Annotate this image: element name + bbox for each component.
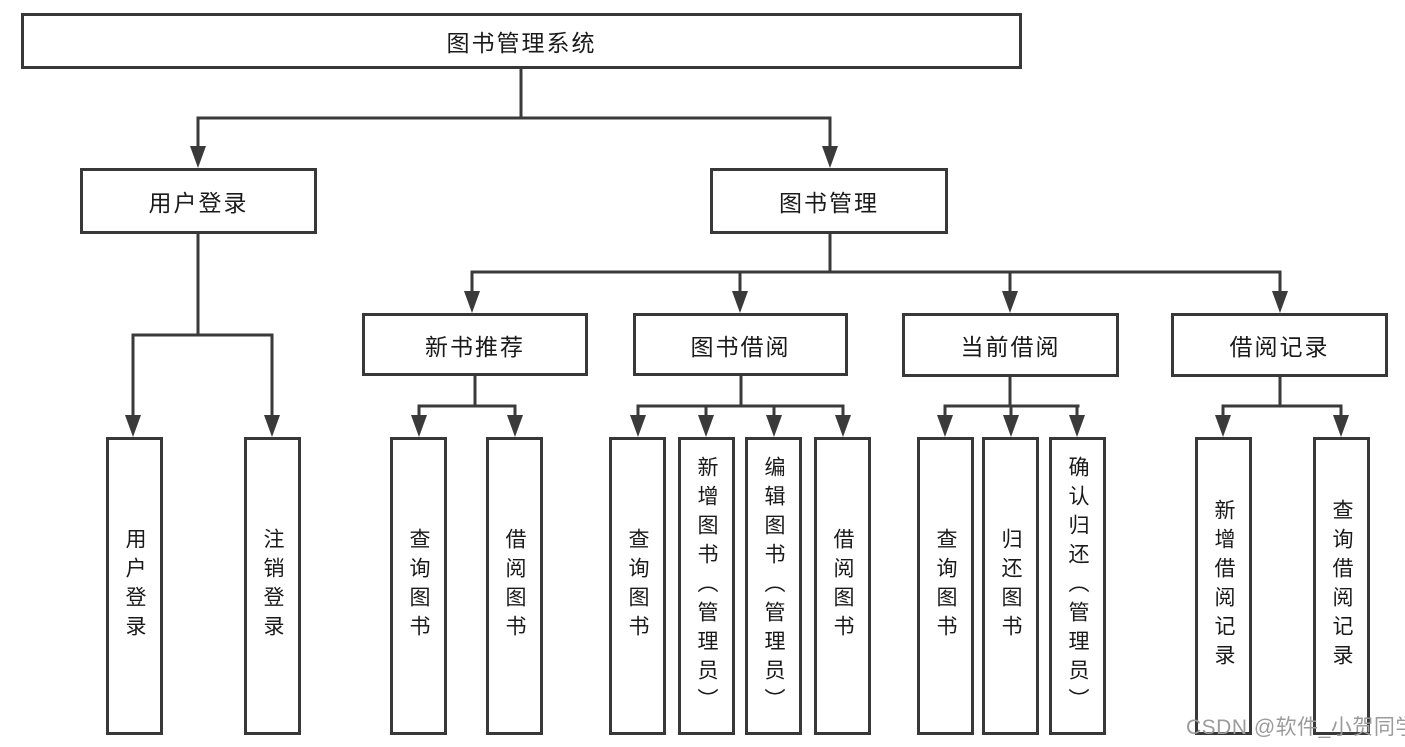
leaf-query-books-current-label: 查询图书 <box>934 528 957 644</box>
node-new-book-recommendation: 新书推荐 <box>362 313 588 376</box>
leaf-borrow-books-borrowing: 借阅图书 <box>814 437 871 735</box>
node-user-login: 用户登录 <box>80 168 317 234</box>
leaf-query-books-recommend-label: 查询图书 <box>407 528 430 644</box>
leaf-logout: 注销登录 <box>244 437 301 735</box>
leaf-query-books-borrowing-label: 查询图书 <box>626 528 649 644</box>
leaf-add-books-admin-label: 新增图书（管理员） <box>695 455 718 717</box>
leaf-query-books-borrowing: 查询图书 <box>609 437 666 735</box>
leaf-user-login-label: 用户登录 <box>123 528 146 644</box>
leaf-confirm-return-admin-label: 确认归还（管理员） <box>1066 455 1089 717</box>
leaf-return-books: 归还图书 <box>982 437 1039 735</box>
leaf-query-books-recommend: 查询图书 <box>390 437 447 735</box>
leaf-confirm-return-admin: 确认归还（管理员） <box>1049 437 1106 735</box>
node-book-management-label: 图书管理 <box>779 190 879 216</box>
csdn-watermark: CSDN @软件_小贺同学 <box>1186 716 1405 739</box>
leaf-add-books-admin: 新增图书（管理员） <box>678 437 735 735</box>
leaf-query-borrow-record: 查询借阅记录 <box>1313 437 1370 735</box>
leaf-logout-label: 注销登录 <box>261 528 284 644</box>
node-borrowing-records: 借阅记录 <box>1171 313 1388 377</box>
leaf-borrow-books-recommend-label: 借阅图书 <box>503 528 526 644</box>
node-book-management: 图书管理 <box>710 168 948 234</box>
node-user-login-label: 用户登录 <box>148 190 249 216</box>
leaf-query-borrow-record-label: 查询借阅记录 <box>1330 499 1353 673</box>
node-book-borrowing-label: 图书借阅 <box>690 333 791 360</box>
leaf-borrow-books-borrowing-label: 借阅图书 <box>831 528 854 644</box>
node-borrowing-records-label: 借阅记录 <box>1229 334 1330 360</box>
leaf-user-login: 用户登录 <box>106 437 163 735</box>
node-root: 图书管理系统 <box>21 13 1022 69</box>
leaf-add-borrow-record: 新增借阅记录 <box>1195 437 1252 735</box>
leaf-query-books-current: 查询图书 <box>917 437 974 735</box>
leaf-edit-books-admin-label: 编辑图书（管理员） <box>762 455 785 717</box>
node-current-borrowing: 当前借阅 <box>902 313 1119 377</box>
node-book-borrowing: 图书借阅 <box>633 313 848 376</box>
leaf-return-books-label: 归还图书 <box>999 528 1022 644</box>
node-current-borrowing-label: 当前借阅 <box>960 334 1061 360</box>
node-new-book-recommendation-label: 新书推荐 <box>425 333 525 360</box>
leaf-borrow-books-recommend: 借阅图书 <box>486 437 543 735</box>
leaf-edit-books-admin: 编辑图书（管理员） <box>745 437 802 735</box>
leaf-add-borrow-record-label: 新增借阅记录 <box>1212 499 1235 673</box>
node-root-label: 图书管理系统 <box>446 30 597 56</box>
